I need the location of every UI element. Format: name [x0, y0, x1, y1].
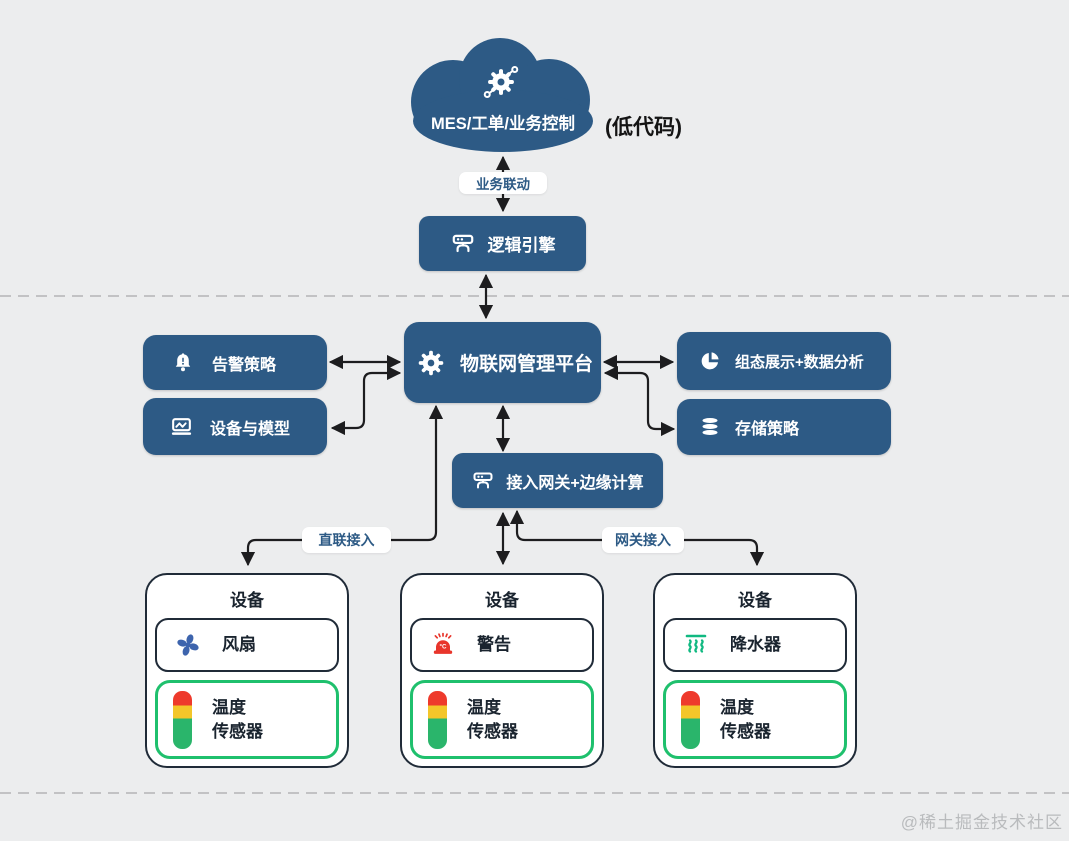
temperature-level-icon: [681, 690, 700, 749]
sensor-label: 温度 传感器: [720, 697, 771, 741]
device-card-1: 设备 风扇 温度 传感器: [145, 573, 349, 768]
node-label: 组态展示+数据分析: [735, 353, 864, 371]
node-label: 逻辑引擎: [487, 236, 556, 255]
node-label: 存储策略: [735, 421, 800, 438]
arrows: [240, 155, 765, 567]
sensor-label: 温度 传感器: [467, 697, 518, 741]
separator-dashed-line: [0, 295, 1069, 794]
node-storage-policy: 存储策略: [677, 399, 891, 455]
cloud-shape: [411, 38, 593, 152]
device-card-title: 设备: [485, 591, 519, 610]
sensor-box-temperature: 温度 传感器: [410, 680, 594, 759]
temperature-level-icon: [173, 690, 192, 749]
node-label: 物联网管理平台: [459, 354, 593, 375]
node-label: 告警策略: [212, 356, 277, 374]
low-code-note: (低代码): [605, 116, 682, 139]
device-card-2: 设备 °C 警告: [400, 573, 604, 768]
direct-access-label: 直联接入: [302, 527, 391, 553]
sensor-label: 温度 传感器: [212, 697, 263, 741]
node-iot-platform: 物联网管理平台: [404, 322, 601, 403]
node-label: 接入网关+边缘计算: [506, 474, 644, 492]
gateway-access-label: 网关接入: [602, 527, 684, 553]
actuator-box-fan: 风扇: [155, 618, 339, 672]
node-gateway-edge: 接入网关+边缘计算: [452, 453, 663, 508]
device-card-title: 设备: [738, 591, 772, 610]
pie-chart-icon: [698, 349, 722, 373]
actuator-box-warning: °C 警告: [410, 618, 594, 672]
actuator-label: 警告: [477, 635, 511, 655]
node-alarm-policy: 告警策略: [143, 335, 327, 390]
database-icon: [698, 415, 722, 439]
gear-network-icon: [481, 62, 521, 102]
gear-network-icon: [412, 344, 450, 382]
sensor-box-temperature: 温度 传感器: [663, 680, 847, 759]
temperature-level-icon: [428, 690, 447, 749]
actuator-label: 风扇: [222, 635, 256, 655]
sensor-box-temperature: 温度 传感器: [155, 680, 339, 759]
device-card-title: 设备: [230, 591, 264, 610]
actuator-box-sprinkler: 降水器: [663, 618, 847, 672]
node-dashboard-analytics: 组态展示+数据分析: [677, 332, 891, 390]
node-logic-engine: 逻辑引擎: [419, 216, 586, 271]
cloud-node-label: MES/工单/业务控制: [431, 115, 575, 133]
alarm-siren-icon: °C: [429, 631, 457, 659]
alarm-bell-icon: [171, 351, 195, 375]
node-device-model: 设备与模型: [143, 398, 327, 455]
node-label: 设备与模型: [210, 420, 291, 438]
watermark: @稀土掘金技术社区: [900, 813, 1063, 832]
actuator-label: 降水器: [730, 635, 781, 655]
device-screen-icon: [169, 414, 194, 439]
svg-text:°C: °C: [440, 643, 447, 650]
sprinkler-steam-icon: [682, 631, 710, 659]
workflow-hub-icon: [471, 469, 495, 493]
device-card-3: 设备 降水器 温度 传感器: [653, 573, 857, 768]
business-link-label: 业务联动: [459, 172, 547, 194]
workflow-hub-icon: [450, 231, 476, 257]
fan-icon: [174, 631, 202, 659]
